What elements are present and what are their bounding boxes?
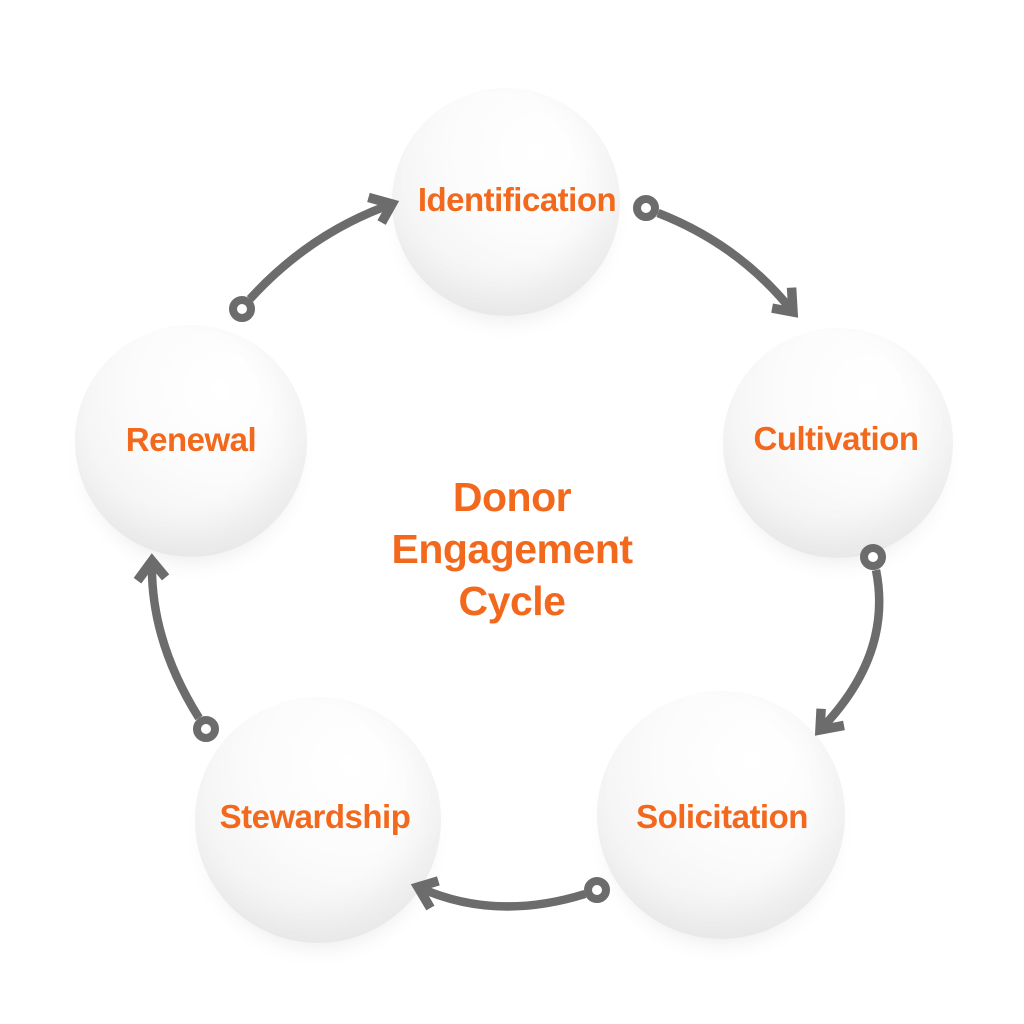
- page-title: Donor Engagement Cycle: [391, 474, 633, 624]
- arrow-tail-dot: [860, 544, 886, 570]
- arrow-tail-dot: [229, 296, 255, 322]
- stage-label-identification: Identification: [417, 181, 617, 218]
- stage-circle-cultivation: [723, 328, 953, 558]
- stage-label-cultivation: Cultivation: [753, 420, 920, 457]
- arrow-tail-dot: [633, 195, 659, 221]
- arrow-stewardship-to-renewal: [133, 553, 219, 742]
- stage-circle-identification: [392, 88, 620, 316]
- stage-circle-renewal: [75, 325, 307, 557]
- stage-circle-solicitation: [597, 691, 845, 939]
- arrow-identification-to-cultivation: [633, 195, 799, 318]
- stage-circle-stewardship: [195, 697, 441, 943]
- arrow-cultivation-to-solicitation: [814, 544, 886, 736]
- arrow-solicitation-to-stewardship: [410, 876, 610, 911]
- arrow-renewal-to-identification: [229, 192, 400, 322]
- stage-label-stewardship: Stewardship: [219, 798, 411, 835]
- stage-label-renewal: Renewal: [125, 421, 257, 458]
- arrow-tail-dot: [584, 877, 610, 903]
- stage-label-solicitation: Solicitation: [636, 798, 808, 835]
- arrow-tail-dot: [193, 716, 219, 742]
